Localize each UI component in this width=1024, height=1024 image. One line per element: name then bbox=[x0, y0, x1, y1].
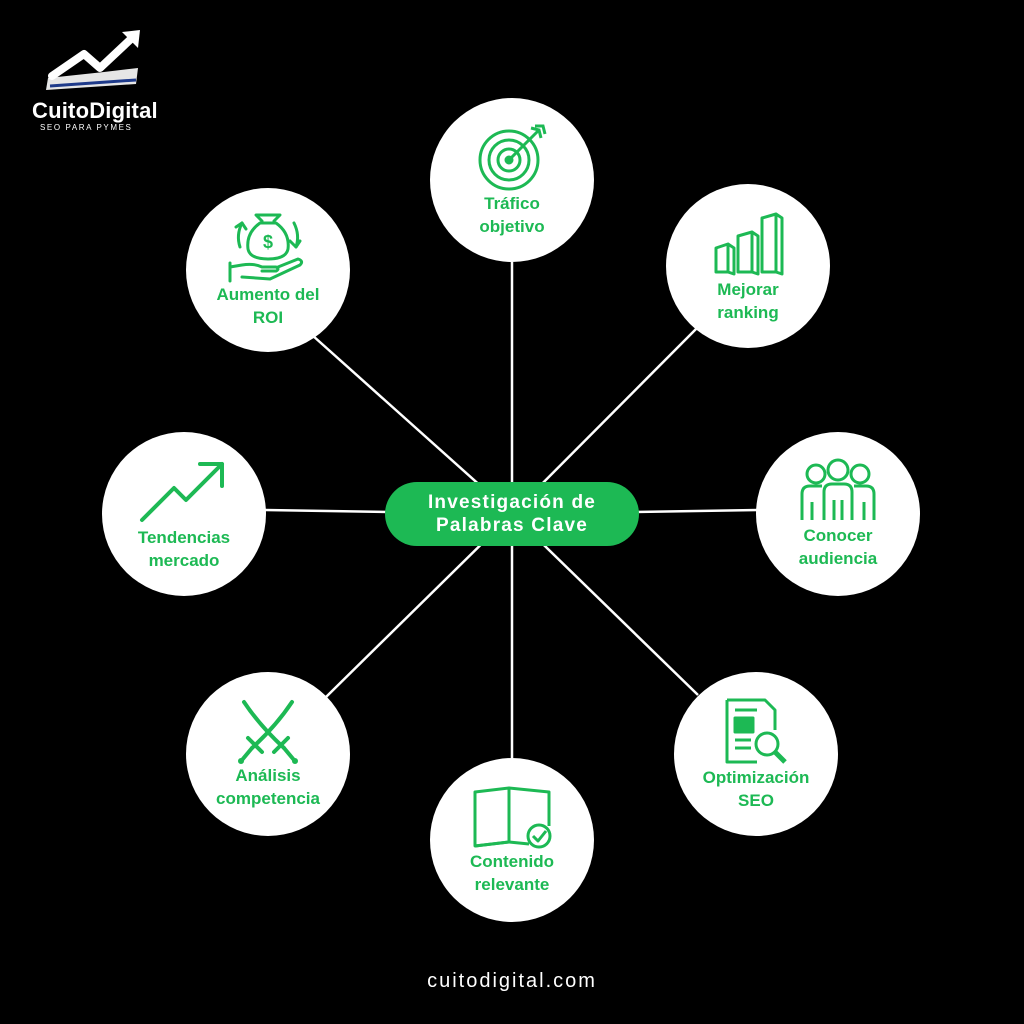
node-seo: Optimización SEO bbox=[674, 672, 838, 836]
brand-name: CuitoDigital bbox=[32, 98, 158, 123]
bar-chart-icon bbox=[714, 212, 784, 276]
crossed-swords-icon bbox=[238, 700, 298, 764]
svg-text:$: $ bbox=[263, 232, 273, 252]
node-tendencias-label: Tendencias mercado bbox=[137, 528, 231, 570]
central-topic-line1: Investigación de bbox=[427, 492, 597, 513]
node-contenido-label: Contenido relevante bbox=[469, 852, 555, 894]
node-contenido: Contenido relevante bbox=[430, 758, 594, 922]
node-ranking: Mejorar ranking bbox=[666, 184, 830, 348]
growth-arrow-logo-icon bbox=[46, 30, 140, 90]
node-competencia-label: Análisis competencia bbox=[216, 766, 320, 808]
money-hand-icon: $ bbox=[228, 213, 304, 283]
central-topic: Investigación de Palabras Clave bbox=[385, 482, 639, 546]
node-tendencias: Tendencias mercado bbox=[102, 432, 266, 596]
central-topic-line2: Palabras Clave bbox=[436, 515, 588, 536]
node-ranking-label: Mejorar ranking bbox=[717, 280, 779, 322]
node-audiencia: Conocer audiencia bbox=[756, 432, 920, 596]
target-icon bbox=[478, 124, 547, 191]
node-roi-label: Aumento del ROI bbox=[216, 285, 320, 327]
brand-logo: CuitoDigital SEO PARA PYMES bbox=[30, 28, 170, 138]
node-audiencia-label: Conocer audiencia bbox=[798, 526, 878, 568]
book-check-icon bbox=[473, 786, 552, 849]
footer-url[interactable]: cuitodigital.com bbox=[427, 970, 597, 992]
node-trafico: Tráfico objetivo bbox=[430, 98, 594, 262]
node-trafico-label: Tráfico objetivo bbox=[479, 194, 545, 236]
node-roi: $ Aumento del ROI bbox=[186, 188, 350, 352]
people-icon bbox=[800, 458, 876, 520]
node-seo-label: Optimización SEO bbox=[702, 768, 810, 810]
node-competencia: Análisis competencia bbox=[186, 672, 350, 836]
document-search-icon bbox=[725, 698, 787, 764]
brand-tagline: SEO PARA PYMES bbox=[40, 123, 133, 132]
trend-arrow-icon bbox=[140, 462, 224, 522]
